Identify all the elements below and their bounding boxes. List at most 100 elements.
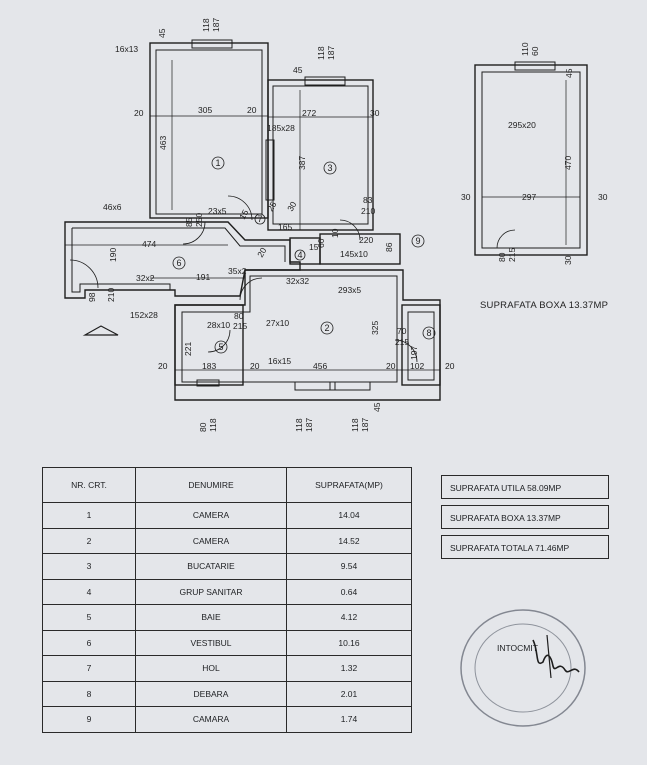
room-number-1: 1 (215, 158, 220, 168)
official-stamp (460, 609, 586, 727)
cell-name: BAIE (135, 604, 287, 631)
dim-label: 220 (359, 235, 373, 245)
dim-label: 30 (370, 108, 380, 118)
dim-label: 16x15 (268, 356, 291, 366)
dim-label: 80 (497, 252, 507, 262)
cell-area: 2.01 (286, 680, 412, 707)
dim-label: 20 (134, 108, 144, 118)
dim-label: 118 (294, 418, 304, 432)
dim-label: 46x6 (103, 202, 122, 212)
dim-label: 86 (384, 242, 394, 252)
dim-label: 25 (265, 200, 279, 213)
dim-label: 474 (142, 239, 156, 249)
boxa-caption: SUPRAFATA BOXA 13.37MP (480, 300, 608, 311)
room-number-9: 9 (415, 236, 420, 246)
table-header-row: NR. CRT. DENUMIRE SUPRAFATA(MP) (42, 467, 412, 503)
cell-area: 9.54 (286, 553, 412, 580)
dim-label: 45 (157, 28, 167, 38)
cell-name: DEBARA (135, 680, 287, 707)
dim-label: 10 (330, 228, 340, 238)
dim-label: 70 (397, 326, 407, 336)
room-number-7: 7 (257, 214, 262, 224)
floor-plan: 1 2 3 4 5 6 7 8 9 118 187 118 187 45 45 … (64, 18, 608, 432)
cell-nr: 1 (42, 502, 136, 529)
dim-label: 45 (564, 68, 574, 78)
dim-label: 20 (250, 361, 260, 371)
room-8-wall (401, 304, 441, 386)
boxa-wall (474, 64, 588, 256)
dim-label: 210 (361, 206, 375, 216)
dim-label: 187 (326, 46, 336, 60)
dim-label: 272 (302, 108, 316, 118)
dim-label: 80 (234, 311, 244, 321)
dim-label: 80 (198, 422, 208, 432)
dim-label: 45 (372, 402, 382, 412)
cell-nr: 7 (42, 655, 136, 682)
dim-label: 15 (309, 242, 319, 252)
dim-label: 118 (208, 418, 218, 432)
dimension-labels: 118 187 118 187 45 45 16x13 20 305 20 27… (87, 18, 608, 432)
dim-label: 45 (293, 65, 303, 75)
dim-label: 187 (304, 418, 314, 432)
header-suprafata: SUPRAFATA(MP) (286, 467, 412, 503)
cell-nr: 9 (42, 706, 136, 733)
dim-label: 145x10 (340, 249, 368, 259)
room-number-5: 5 (218, 342, 223, 352)
room-number-3: 3 (327, 163, 332, 173)
dim-label: 30 (563, 255, 573, 265)
dim-label: 305 (198, 105, 212, 115)
dim-label: 85 (184, 217, 194, 227)
dim-label: 98 (87, 292, 97, 302)
room-9-wall (319, 233, 401, 265)
cell-nr: 4 (42, 578, 136, 605)
north-arrow (82, 325, 119, 336)
cell-nr: 8 (42, 680, 136, 707)
cell-name: CAMERA (135, 527, 287, 554)
dim-label: 110 (520, 42, 530, 56)
room-number-4: 4 (297, 250, 302, 260)
dim-label: 463 (158, 136, 168, 150)
dim-label: 118 (350, 418, 360, 432)
dim-label: 23x5 (208, 206, 227, 216)
dim-label: 28x10 (207, 320, 230, 330)
cell-area: 14.04 (286, 502, 412, 529)
dim-label: 215 (395, 337, 409, 347)
dim-label: 30 (598, 192, 608, 202)
dim-label: 27x10 (266, 318, 289, 328)
dim-label: 210 (106, 288, 116, 302)
cell-area: 0.64 (286, 578, 412, 605)
suprafata-utila-box: SUPRAFATA UTILA 58.09MP (441, 475, 609, 499)
dim-label: 118 (316, 46, 326, 60)
dim-label: 295x20 (508, 120, 536, 130)
dim-label: 15 (237, 208, 251, 221)
dim-label: 187 (360, 418, 370, 432)
dim-label: 83 (363, 195, 373, 205)
room-1-wall (149, 42, 269, 219)
dim-label: 60 (530, 46, 540, 56)
dim-label: 165 (278, 222, 292, 232)
dim-label: 387 (297, 156, 307, 170)
intocmit-label: INTOCMIT (497, 643, 538, 653)
room-number-2: 2 (324, 323, 329, 333)
dim-label: 297 (522, 192, 536, 202)
dim-label: 250 (194, 213, 204, 227)
room-6-wall (64, 221, 301, 299)
cell-area: 1.32 (286, 655, 412, 682)
suprafata-boxa-box: SUPRAFATA BOXA 13.37MP (441, 505, 609, 529)
dim-label: 190 (108, 248, 118, 262)
dim-label: 118 (201, 18, 211, 32)
cell-name: BUCATARIE (135, 553, 287, 580)
dim-label: 221 (183, 342, 193, 356)
dim-label: 20 (386, 361, 396, 371)
cell-name: CAMERA (135, 502, 287, 529)
cell-name: GRUP SANITAR (135, 578, 287, 605)
